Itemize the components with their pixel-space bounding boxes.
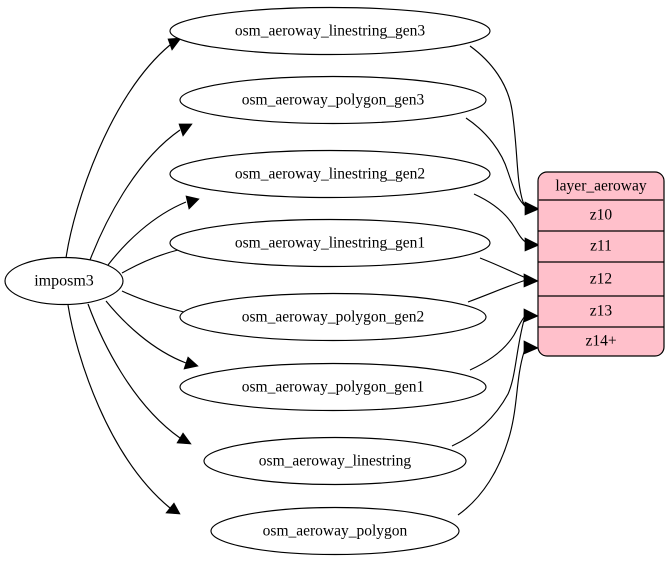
- node-osm-aeroway-linestring-gen3[interactable]: osm_aeroway_linestring_gen3: [169, 6, 491, 56]
- linestring-gen3-label: osm_aeroway_linestring_gen3: [235, 23, 426, 40]
- edge-imposm3-to-polygon-gen2: [121, 290, 193, 315]
- node-layer-aeroway[interactable]: layer_aeroway z10 z11 z12 z13 z14+: [537, 171, 665, 357]
- polygon-ellipse[interactable]: [210, 506, 460, 556]
- polygon-label: osm_aeroway_polygon: [263, 523, 408, 540]
- layer-row-z12[interactable]: z12: [590, 271, 612, 288]
- edge-imposm3-to-linestring-gen3: [65, 44, 171, 259]
- node-osm-aeroway-linestring-gen1[interactable]: osm_aeroway_linestring_gen1: [169, 218, 491, 268]
- polygon-gen1-label: osm_aeroway_polygon_gen1: [242, 379, 425, 396]
- edge-imposm3-to-linestring-gen2: [107, 201, 187, 266]
- edge-imposm3-to-polygon: [67, 304, 171, 509]
- linestring-gen3-ellipse[interactable]: [169, 6, 491, 56]
- linestring-ellipse[interactable]: [203, 436, 467, 486]
- linestring-gen2-label: osm_aeroway_linestring_gen2: [235, 166, 425, 183]
- arrowhead-polygon: [165, 502, 181, 515]
- arrowhead-polygon-gen1: [183, 356, 199, 370]
- edge-polygon-to-z14plus: [457, 345, 528, 516]
- layer-row-z13[interactable]: z13: [590, 303, 613, 320]
- edge-linestring-gen1-to-z12: [479, 257, 527, 279]
- imposm3-ellipse[interactable]: [4, 256, 124, 306]
- linestring-gen2-ellipse[interactable]: [169, 149, 491, 199]
- imposm3-label: imposm3: [34, 273, 94, 290]
- edge-linestring-gen3-to-z10: [469, 45, 529, 210]
- layer-row-z14plus[interactable]: z14+: [585, 333, 616, 350]
- node-osm-aeroway-polygon[interactable]: osm_aeroway_polygon: [210, 506, 460, 556]
- linestring-gen1-ellipse[interactable]: [169, 218, 491, 268]
- node-osm-aeroway-polygon-gen1[interactable]: osm_aeroway_polygon_gen1: [179, 362, 487, 412]
- node-osm-aeroway-polygon-gen2[interactable]: osm_aeroway_polygon_gen2: [179, 292, 487, 342]
- edge-linestring-gen2-to-z11: [473, 193, 528, 244]
- layer-row-z11[interactable]: z11: [590, 238, 612, 255]
- arrowhead-z11: [524, 237, 540, 252]
- layer-aeroway-body[interactable]: [537, 171, 665, 357]
- linestring-gen1-label: osm_aeroway_linestring_gen1: [235, 235, 425, 252]
- edge-polygon-gen3-to-z10: [465, 117, 528, 209]
- edge-polygon-gen1-to-z13: [469, 314, 527, 371]
- arrowhead-linestring-gen3: [167, 37, 182, 51]
- arrowhead-linestring: [176, 432, 192, 445]
- arrowhead-z10: [524, 201, 540, 216]
- polygon-gen3-label: osm_aeroway_polygon_gen3: [242, 92, 425, 109]
- edge-group-tables-to-layer: [451, 45, 540, 516]
- edge-imposm3-to-linestring: [87, 303, 181, 439]
- layer-row-z10[interactable]: z10: [590, 207, 613, 224]
- polygon-gen3-ellipse[interactable]: [179, 75, 487, 125]
- node-osm-aeroway-linestring[interactable]: osm_aeroway_linestring: [203, 436, 467, 486]
- edge-polygon-gen2-to-z12: [467, 279, 527, 303]
- polygon-gen2-label: osm_aeroway_polygon_gen2: [242, 309, 425, 326]
- arrowhead-polygon-gen3: [178, 123, 193, 137]
- edge-linestring-to-z13: [451, 313, 528, 447]
- polygon-gen1-ellipse[interactable]: [179, 362, 487, 412]
- layer-aeroway-title: layer_aeroway: [555, 178, 646, 195]
- linestring-label: osm_aeroway_linestring: [259, 453, 412, 470]
- node-imposm3[interactable]: imposm3: [4, 256, 124, 306]
- edge-imposm3-to-polygon-gen3: [89, 129, 181, 261]
- node-osm-aeroway-polygon-gen3[interactable]: osm_aeroway_polygon_gen3: [179, 75, 487, 125]
- arrowhead-z12: [523, 273, 539, 288]
- arrowhead-linestring-gen2: [185, 195, 200, 210]
- arrowhead-z13: [523, 308, 539, 323]
- arrowhead-z14plus: [523, 340, 539, 355]
- edge-imposm3-to-polygon-gen1: [105, 300, 187, 364]
- polygon-gen2-ellipse[interactable]: [179, 292, 487, 342]
- node-osm-aeroway-linestring-gen2[interactable]: osm_aeroway_linestring_gen2: [169, 149, 491, 199]
